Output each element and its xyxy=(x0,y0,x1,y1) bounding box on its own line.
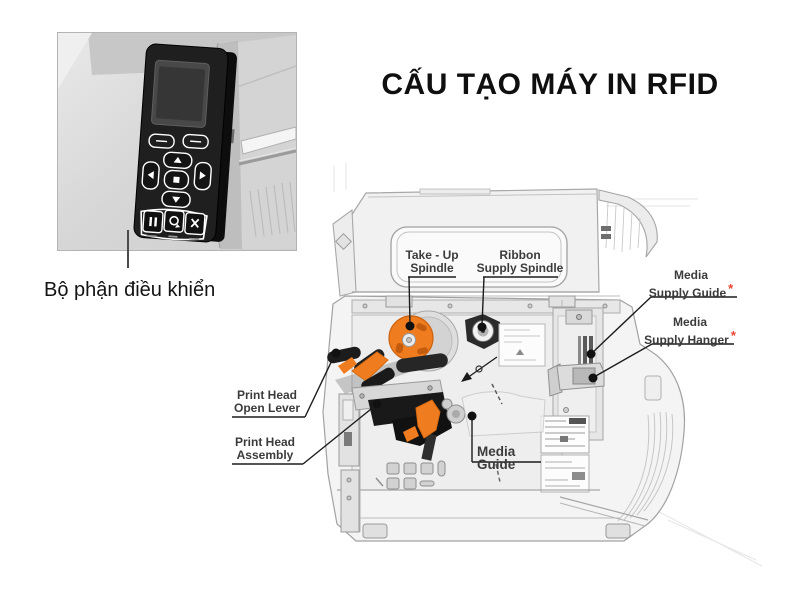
leader-print-head-open-lever xyxy=(232,353,336,418)
leader-media-supply-hanger xyxy=(593,343,734,378)
label-media-guide: Media Guide xyxy=(477,444,516,472)
media-supply-guide-part xyxy=(578,336,581,368)
down-arrow-icon xyxy=(172,196,181,203)
take-up-spindle-part xyxy=(388,315,434,361)
printer-lid xyxy=(332,188,658,297)
left-frame xyxy=(338,390,361,533)
dpad[interactable] xyxy=(141,150,213,209)
label-print-head-open-lever: Print Head Open Lever xyxy=(233,388,301,415)
red-asterisk: * xyxy=(730,328,736,343)
dot-media-guide xyxy=(467,411,477,421)
control-panel-inset xyxy=(57,32,297,251)
dot-take-up-spindle xyxy=(405,321,415,331)
control-panel xyxy=(133,43,238,243)
leader-print-head-assembly xyxy=(232,404,377,465)
media-guide-part xyxy=(461,391,546,437)
label-take-up-spindle: Take - Up Spindle xyxy=(405,248,459,275)
softkey-right[interactable] xyxy=(182,133,209,150)
softkeys[interactable] xyxy=(148,132,209,151)
softkey-left[interactable] xyxy=(148,133,175,149)
leader-ribbon-supply-spindle xyxy=(481,276,558,326)
control-panel-photo xyxy=(58,33,296,250)
dot-print-head-open-lever xyxy=(331,348,341,358)
foot-right xyxy=(605,523,631,539)
dot-media-supply-hanger xyxy=(588,373,598,383)
dot-print-head-assembly xyxy=(372,399,382,409)
right-arrow-icon xyxy=(199,171,206,180)
vent-lines xyxy=(249,181,296,238)
body-buttons-grid xyxy=(386,460,446,490)
up-arrow-icon xyxy=(173,156,182,164)
cancel-icon xyxy=(190,218,200,228)
red-asterisk: * xyxy=(728,281,734,296)
label-ribbon-supply-spindle: Ribbon Supply Spindle xyxy=(476,248,564,275)
leader-lines xyxy=(232,276,737,465)
pause-button[interactable] xyxy=(142,210,164,234)
feed-icon xyxy=(169,215,181,228)
cover-hatch-curves xyxy=(617,411,674,522)
inset-leader-line xyxy=(127,230,129,268)
inset-caption: Bộ phận điều khiển xyxy=(44,279,216,301)
ok-icon xyxy=(173,176,180,183)
label-print-head-assembly: Print Head Assembly xyxy=(234,435,295,462)
left-arrow-icon xyxy=(147,171,154,180)
label-media-supply-hanger: Media Supply Hanger* xyxy=(644,315,736,347)
bottom-buttons[interactable] xyxy=(139,207,208,241)
button-sublabels xyxy=(146,234,200,241)
leader-take-up-spindle xyxy=(408,276,456,325)
leader-media-supply-guide xyxy=(591,296,737,354)
label-media-supply-guide: Media Supply Guide* xyxy=(648,268,734,300)
orange-latch xyxy=(415,399,441,439)
pause-icon xyxy=(149,217,158,227)
leader-media-guide xyxy=(471,416,541,463)
page-title: CẤU TẠO MÁY IN RFID xyxy=(381,68,719,101)
hinge-left xyxy=(385,295,413,308)
lid-right-wedge xyxy=(598,189,658,258)
foot-left xyxy=(362,523,388,539)
lid-window xyxy=(390,226,568,288)
dot-ribbon-supply-spindle xyxy=(477,322,487,332)
ribbon-path-arrow xyxy=(461,356,498,382)
dot-media-supply-guide xyxy=(586,349,596,359)
product-labels xyxy=(540,415,590,493)
spec-label xyxy=(498,323,546,367)
leader-dots xyxy=(331,321,598,421)
lid-left-flap xyxy=(332,208,357,297)
